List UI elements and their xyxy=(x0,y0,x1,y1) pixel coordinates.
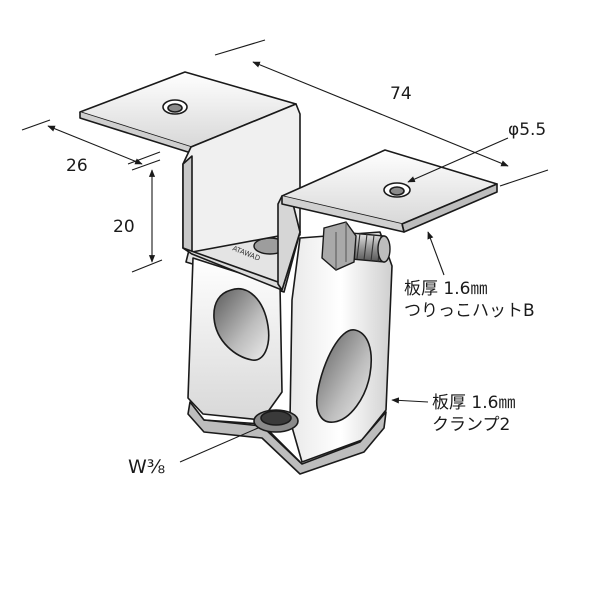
hole-leader xyxy=(407,137,509,183)
hat-leader xyxy=(427,231,445,276)
hat-bracket xyxy=(79,71,498,291)
clamp-name-text: クランプ2 xyxy=(432,415,511,435)
hex-nut xyxy=(321,221,357,271)
clamp-right-slot xyxy=(316,329,372,423)
clamp-note: 板厚 1.6㎜ クランプ2 xyxy=(432,392,515,436)
dim-26-line xyxy=(47,125,143,165)
bolt-leader xyxy=(179,427,259,463)
dim-20-label: 20 xyxy=(113,217,135,237)
hat-name-text: つりっこハットB xyxy=(404,301,535,321)
clamp-thickness-text: 板厚 1.6㎜ xyxy=(432,393,516,413)
dim-74-label: 74 xyxy=(390,84,412,104)
hat-thickness-text: 板厚 1.6㎜ xyxy=(404,279,488,299)
lower-clamp xyxy=(185,205,393,475)
dim-26-label: 26 xyxy=(66,156,88,176)
hat-note: 板厚 1.6㎜ つりっこハットB xyxy=(404,278,535,322)
clamp-left-slot xyxy=(213,287,270,361)
dim-74-line xyxy=(252,61,509,167)
bolt-size-label: W⅜ xyxy=(128,456,166,478)
clamp-leader xyxy=(391,397,429,404)
hole-diameter-label: φ5.5 xyxy=(508,120,547,140)
dimension-lines xyxy=(21,39,549,463)
